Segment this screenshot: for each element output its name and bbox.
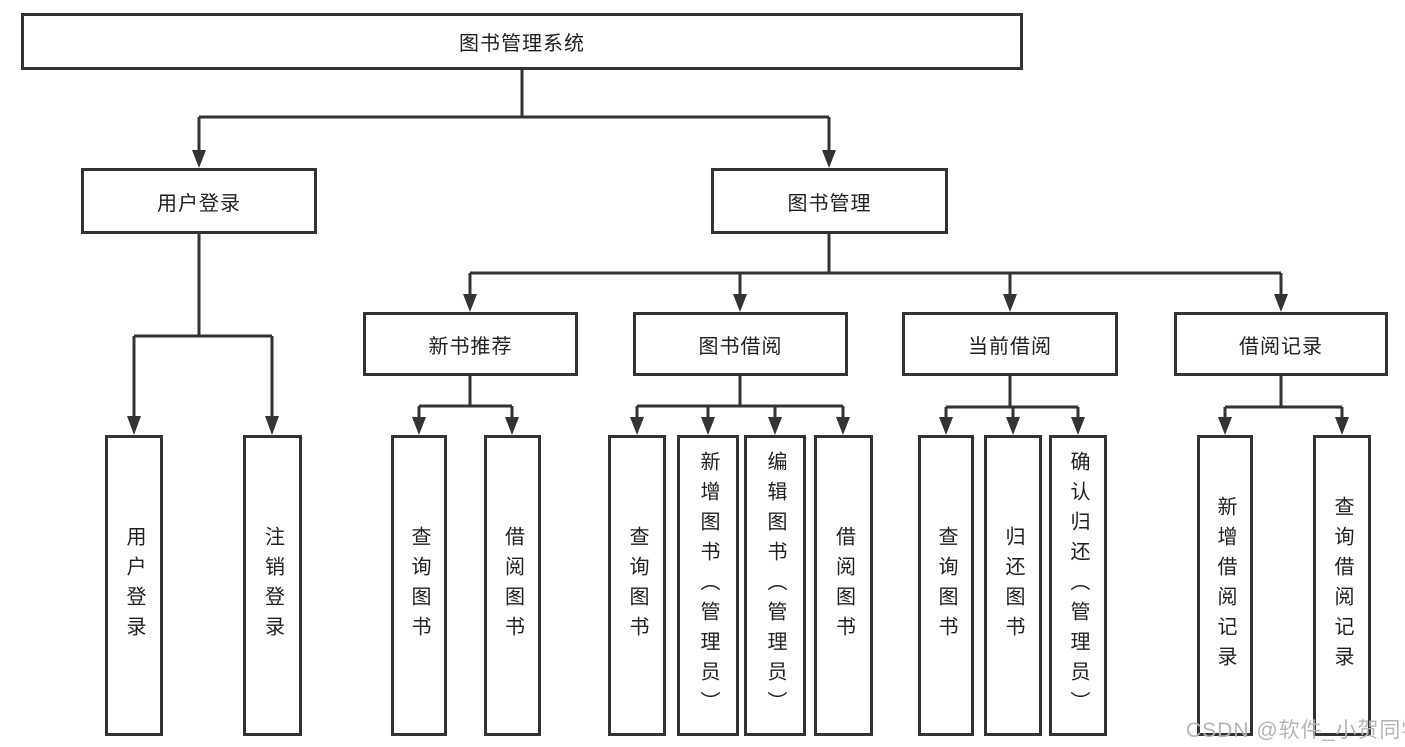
connector-book-management-children	[463, 234, 1288, 312]
leaf-add-borrow-record-label: 新增借阅记录	[1214, 495, 1236, 676]
connector-new-book-children	[412, 375, 519, 435]
node-borrow-records-label: 借阅记录	[1239, 335, 1323, 358]
leaf-logout-label: 注销登录	[261, 525, 284, 646]
leaf-query-borrow-record-label: 查询借阅记录	[1331, 495, 1353, 676]
node-borrow-records: 借阅记录	[1174, 312, 1388, 376]
leaf-return-books: 归还图书	[984, 435, 1042, 736]
leaf-edit-books-admin-label: 编辑图书（管理员）	[764, 450, 786, 721]
connector-book-borrow-children	[630, 375, 850, 435]
leaf-confirm-return-admin: 确认归还（管理员）	[1049, 435, 1107, 736]
connector-current-borrow-children	[939, 375, 1085, 435]
leaf-newbook-borrow-books-label: 借阅图书	[501, 525, 524, 646]
node-current-borrow-label: 当前借阅	[968, 335, 1052, 358]
connector-borrow-records-children	[1218, 375, 1349, 435]
node-new-book-recommend: 新书推荐	[363, 312, 578, 376]
connector-user-login-children	[127, 233, 279, 435]
leaf-user-login: 用户登录	[105, 435, 163, 736]
csdn-watermark: CSDN @软件_小贺同学	[1186, 719, 1405, 742]
leaf-confirm-return-admin-label: 确认归还（管理员）	[1067, 450, 1089, 721]
leaf-add-books-admin-label: 新增图书（管理员）	[697, 450, 719, 721]
node-root-label: 图书管理系统	[459, 33, 585, 55]
node-current-borrow: 当前借阅	[902, 312, 1118, 376]
node-user-login: 用户登录	[81, 168, 317, 234]
leaf-newbook-query-books: 查询图书	[391, 435, 447, 736]
leaf-borrow-books: 借阅图书	[814, 435, 873, 736]
node-book-management-label: 图书管理	[787, 192, 872, 215]
node-new-book-recommend-label: 新书推荐	[428, 335, 513, 358]
leaf-edit-books-admin: 编辑图书（管理员）	[744, 435, 806, 736]
leaf-borrow-query-books: 查询图书	[608, 435, 666, 736]
node-book-borrow: 图书借阅	[633, 312, 848, 376]
leaf-current-query-books: 查询图书	[918, 435, 974, 736]
leaf-return-books-label: 归还图书	[1002, 525, 1024, 646]
leaf-add-borrow-record: 新增借阅记录	[1197, 435, 1253, 736]
node-user-login-label: 用户登录	[157, 192, 241, 215]
leaf-newbook-query-books-label: 查询图书	[408, 525, 430, 646]
leaf-query-borrow-record: 查询借阅记录	[1313, 435, 1371, 736]
leaf-borrow-query-books-label: 查询图书	[626, 525, 648, 646]
node-root: 图书管理系统	[21, 13, 1023, 70]
node-book-management: 图书管理	[711, 168, 948, 234]
connector-root-to-level2	[192, 69, 836, 168]
leaf-logout: 注销登录	[243, 435, 302, 736]
leaf-borrow-books-label: 借阅图书	[832, 525, 855, 646]
leaf-newbook-borrow-books: 借阅图书	[484, 435, 541, 736]
leaf-add-books-admin: 新增图书（管理员）	[677, 435, 739, 736]
leaf-current-query-books-label: 查询图书	[935, 525, 957, 646]
node-book-borrow-label: 图书借阅	[698, 335, 783, 358]
leaf-user-login-label: 用户登录	[123, 525, 145, 646]
